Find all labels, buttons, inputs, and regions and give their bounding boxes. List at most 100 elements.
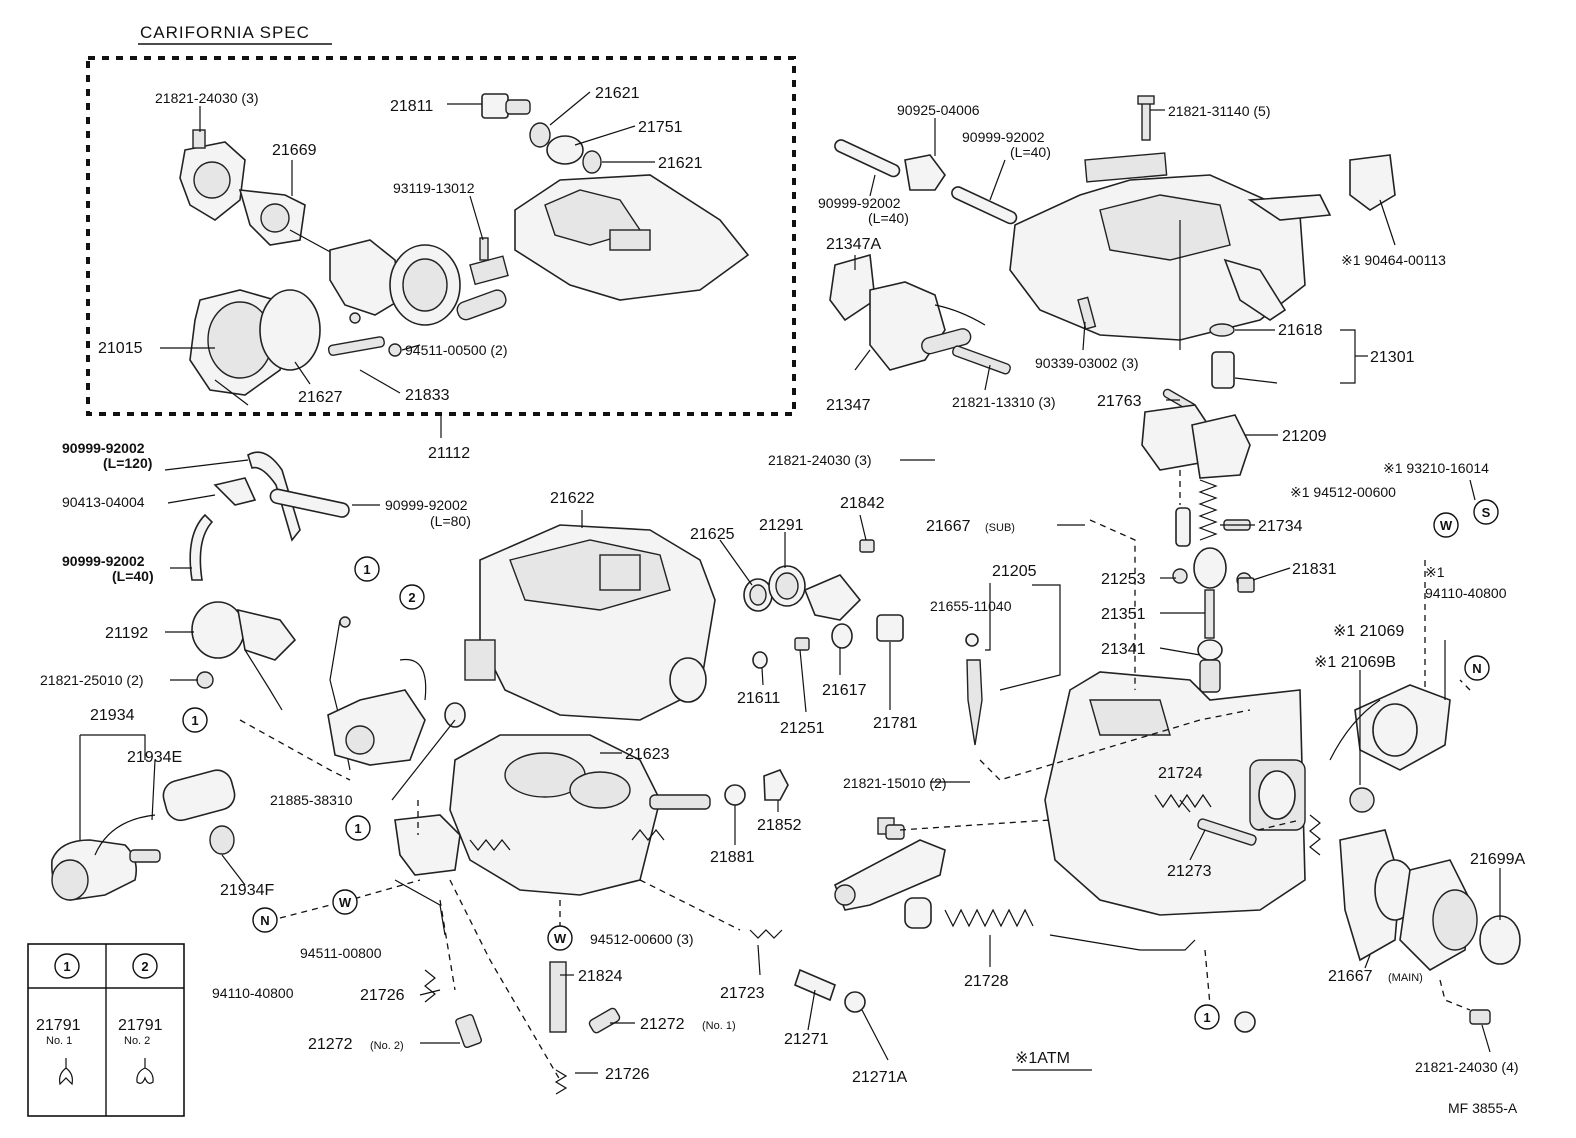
label-94110-top: ※1 <box>1425 564 1445 580</box>
badge-n-left-text: N <box>260 913 269 928</box>
label-21347: 21347 <box>826 397 871 414</box>
label-90999-120: 90999-92002 <box>62 440 145 456</box>
label-90999-120-len: (L=120) <box>103 455 152 471</box>
label-21667-main-tag: (MAIN) <box>1388 972 1423 984</box>
clip-no1-icon <box>59 1058 73 1086</box>
legend-col2-no: No. 2 <box>124 1035 150 1047</box>
label-21272-no1: 21272 <box>640 1016 685 1033</box>
label-21821-24030-4: 21821-24030 (4) <box>1415 1059 1519 1075</box>
label-21699a: 21699A <box>1470 851 1525 868</box>
label-21821-31140: 21821-31140 (5) <box>1168 103 1270 119</box>
label-21271a: 21271A <box>852 1069 907 1086</box>
label-90999-a-len: (L=40) <box>1010 144 1051 160</box>
label-21821-15010: 21821-15010 (2) <box>843 775 947 791</box>
label-21617: 21617 <box>822 682 867 699</box>
spring-21734 <box>1198 479 1218 541</box>
label-90339: 90339-03002 (3) <box>1035 355 1139 371</box>
label-94511-00800: 94511-00800 <box>300 945 382 961</box>
badge-w-left: W <box>332 889 358 915</box>
label-21623: 21623 <box>625 746 670 763</box>
label-21934e: 21934E <box>127 749 182 766</box>
label-21655: 21655-11040 <box>930 598 1012 614</box>
label-21821-25010: 21821-25010 (2) <box>40 672 144 688</box>
label-21625: 21625 <box>690 526 735 543</box>
badge-two-1-text: 2 <box>408 590 415 605</box>
label-94110-top-num: 94110-40800 <box>1425 585 1507 601</box>
badge-two-1: 2 <box>399 584 425 610</box>
label-90999-a: 90999-92002 <box>962 129 1045 145</box>
choke-housing-assembly <box>179 129 346 261</box>
label-21251: 21251 <box>780 720 825 737</box>
label-21301: 21301 <box>1370 349 1415 366</box>
small-parts-center <box>724 539 904 806</box>
diaphragm-21015 <box>189 289 321 406</box>
badge-w-right: W <box>1433 512 1459 538</box>
label-21821-24030-top: 21821-24030 (3) <box>155 90 259 106</box>
badge-w-right-text: W <box>1440 518 1453 533</box>
label-94512-00600-3: 94512-00600 (3) <box>590 931 694 947</box>
spring-21724 <box>1154 793 1257 846</box>
label-21271: 21271 <box>784 1031 829 1048</box>
label-21842: 21842 <box>840 495 885 512</box>
label-21618: 21618 <box>1278 322 1323 339</box>
badge-one-2-text: 1 <box>191 713 198 728</box>
label-21015: 21015 <box>98 340 143 357</box>
carburetor-body-upper <box>1009 95 1396 341</box>
label-94110-bottom: 94110-40800 <box>212 985 294 1001</box>
atm-note: ※1ATM <box>1015 1050 1070 1067</box>
label-90464: ※1 90464-00113 <box>1341 252 1446 268</box>
power-valve-stack <box>1141 220 1251 479</box>
label-21811: 21811 <box>390 98 433 115</box>
badge-one-1: 1 <box>354 556 380 582</box>
label-21726-b: 21726 <box>605 1066 650 1083</box>
label-90999-40l: 90999-92002 <box>62 553 145 569</box>
label-21885: 21885-38310 <box>270 792 353 808</box>
legend-col2-part: 21791 <box>118 1017 163 1034</box>
label-21821-13310: 21821-13310 (3) <box>952 394 1056 410</box>
badge-w-left-text: W <box>339 895 352 910</box>
badge-n-left: N <box>252 907 278 933</box>
clip-no2-icon <box>136 1058 154 1084</box>
label-90999-b-len: (L=40) <box>868 210 909 226</box>
legend-col1-part: 21791 <box>36 1017 81 1034</box>
label-21881: 21881 <box>710 849 755 866</box>
diaphragm-21069 <box>1329 684 1451 813</box>
label-21253: 21253 <box>1101 571 1146 588</box>
label-94512-600: ※1 94512-00600 <box>1290 484 1396 500</box>
vacuum-switch-21347 <box>829 253 1011 375</box>
badge-one-4-text: 1 <box>1203 1010 1210 1025</box>
label-21341: 21341 <box>1101 641 1146 658</box>
choke-main-21667 <box>1309 814 1521 971</box>
badge-one-4: 1 <box>1194 1004 1220 1030</box>
idle-screws <box>424 577 1491 1095</box>
carburetor-body-main <box>1044 671 1306 916</box>
label-21272-no1-tag: (No. 1) <box>702 1020 736 1032</box>
label-90925: 90925-04006 <box>897 102 980 118</box>
label-90999-80: 90999-92002 <box>385 497 468 513</box>
legend-col2-symbol: 2 <box>141 959 148 974</box>
label-21209: 21209 <box>1282 428 1327 445</box>
label-21824: 21824 <box>578 968 623 985</box>
badge-w-center: W <box>547 925 573 951</box>
label-21726-a: 21726 <box>360 987 405 1004</box>
fitting-21811 <box>481 93 602 174</box>
badge-s-right: S <box>1473 499 1499 525</box>
label-21273: 21273 <box>1167 863 1212 880</box>
label-21621-a: 21621 <box>595 85 640 102</box>
base-flange-21623 <box>394 734 711 936</box>
badge-s-right-text: S <box>1482 505 1491 520</box>
label-21763: 21763 <box>1097 393 1142 410</box>
vacuum-control-21192 <box>191 601 297 711</box>
label-21192: 21192 <box>105 625 148 642</box>
label-21723: 21723 <box>720 985 765 1002</box>
label-21781: 21781 <box>873 715 918 732</box>
label-21272-no2: 21272 <box>308 1036 353 1053</box>
label-21621-b: 21621 <box>658 155 703 172</box>
label-21852: 21852 <box>757 817 802 834</box>
badge-n-right: N <box>1464 655 1490 681</box>
label-21667-sub-tag: (SUB) <box>985 522 1015 534</box>
label-21205: 21205 <box>992 563 1037 580</box>
callout-labels: 21821-24030 (3) 21669 21811 21621 21751 … <box>40 85 1525 1086</box>
label-21831: 21831 <box>1292 561 1337 578</box>
